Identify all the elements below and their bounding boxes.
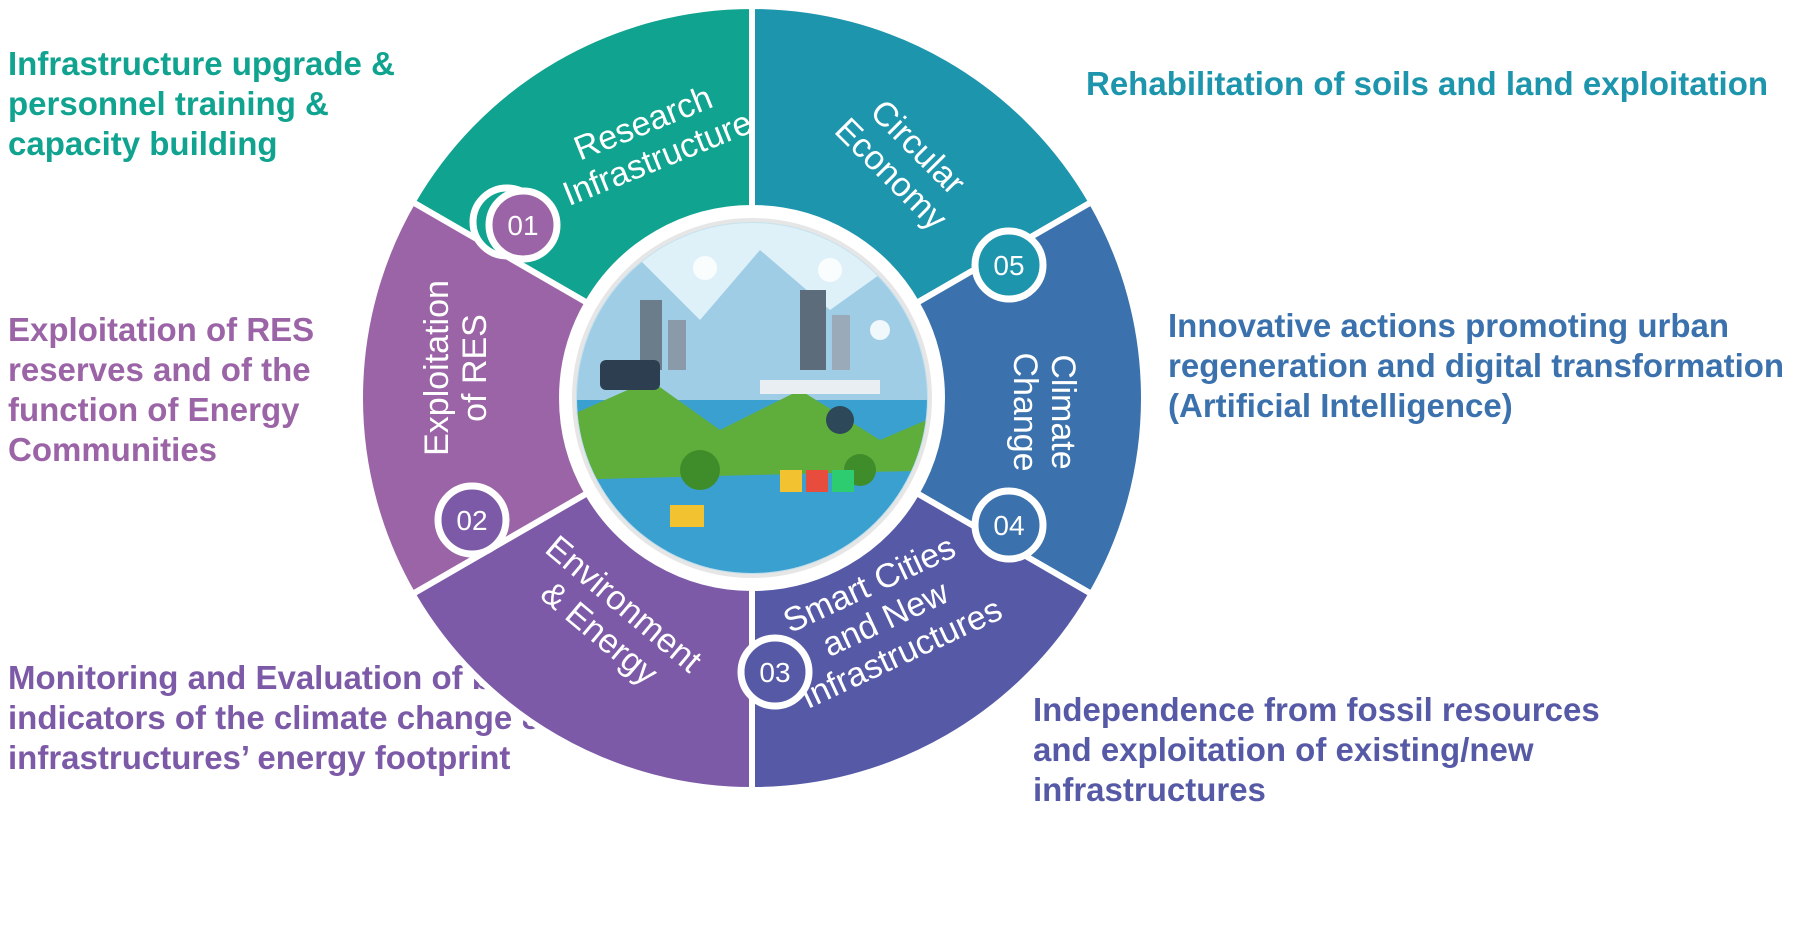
number-badge-label: 02 [456, 505, 487, 536]
center-illustration [562, 208, 942, 588]
desc-fossil-independence: Independence from fossil resources and e… [1033, 691, 1600, 808]
desc-infrastructure-upgrade: Infrastructure upgrade & personnel train… [8, 45, 395, 162]
number-badge-05: 05 [971, 227, 1047, 303]
segment-label-res: Exploitationof RES [418, 280, 494, 456]
segment-label-climate-change: ClimateChange [1006, 352, 1082, 471]
number-badge-03: 03 [737, 634, 813, 710]
desc-soil-rehabilitation: Rehabilitation of soils and land exploit… [1086, 65, 1769, 102]
number-badge-01: 01 [485, 187, 561, 263]
desc-res-energy-communities: Exploitation of RES reserves and of the … [8, 311, 315, 468]
number-badge-label: 01 [507, 210, 538, 241]
desc-urban-regeneration: Innovative actions promoting urban regen… [1168, 307, 1785, 424]
number-badge-04: 04 [971, 487, 1047, 563]
number-badge-label: 05 [993, 250, 1024, 281]
desc-monitoring-evaluation: Monitoring and Evaluation of basic indic… [8, 659, 557, 776]
number-badge-label: 04 [993, 510, 1024, 541]
number-badge-02: 02 [434, 482, 510, 558]
number-badge-label: 03 [759, 657, 790, 688]
